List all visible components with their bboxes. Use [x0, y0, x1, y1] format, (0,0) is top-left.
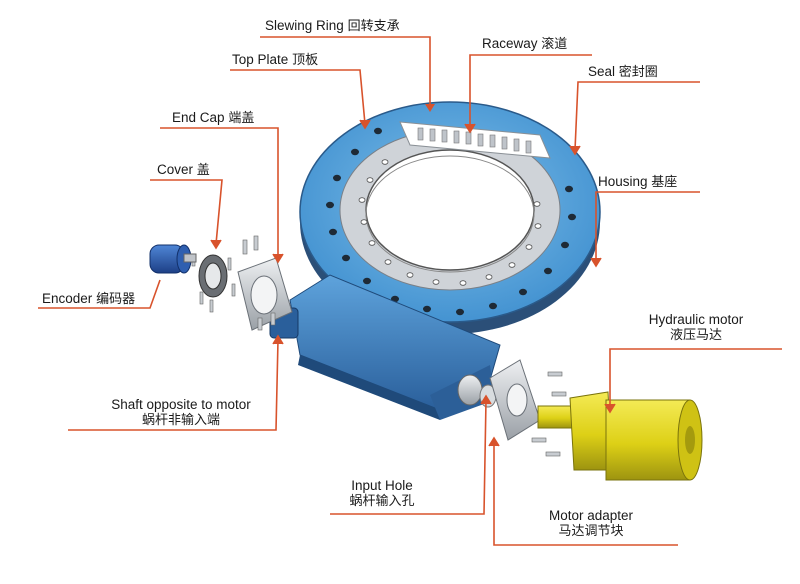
label-seal-zh: 密封圈: [618, 65, 658, 80]
label-end-cap-zh: 端盖: [228, 111, 255, 126]
label-cover-en: Cover: [157, 162, 194, 177]
label-end-cap: End Cap 端盖: [172, 110, 254, 127]
leader-hydraulic-motor: [609, 348, 782, 408]
label-encoder-en: Encoder: [42, 291, 93, 306]
encoder: [149, 244, 197, 274]
label-raceway-zh: 滚道: [541, 37, 568, 52]
leader-raceway: [469, 54, 592, 128]
label-top-plate: Top Plate 顶板: [232, 52, 318, 69]
label-hydraulic-motor-zh: 液压马达: [669, 328, 722, 343]
label-encoder: Encoder 编码器: [42, 291, 135, 308]
leader-motor-adapter: [493, 442, 678, 546]
leader-slewing-ring: [260, 36, 431, 108]
leader-cover: [150, 179, 223, 245]
label-shaft-opposite-en: Shaft opposite to motor: [111, 397, 251, 412]
label-seal-en: Seal: [588, 64, 616, 79]
label-shaft-opposite: Shaft opposite to motor 蜗杆非输入端: [88, 397, 274, 429]
leader-end-cap: [160, 127, 279, 258]
slewing-ring: [299, 101, 601, 334]
label-motor-adapter-en: Motor adapter: [548, 508, 634, 523]
label-housing-en: Housing: [598, 174, 648, 189]
hydraulic-motor: [537, 391, 703, 481]
label-input-hole: Input Hole 蜗杆输入孔: [332, 478, 432, 510]
label-seal: Seal 密封圈: [588, 64, 658, 81]
leader-input-hole: [330, 399, 487, 515]
label-cover-zh: 盖: [196, 163, 210, 178]
leader-seal: [574, 81, 700, 151]
label-raceway-en: Raceway: [482, 36, 538, 51]
label-housing: Housing 基座: [598, 174, 677, 191]
label-motor-adapter: Motor adapter 马达调节块: [532, 508, 650, 540]
end-cap: [237, 235, 293, 331]
label-hydraulic-motor: Hydraulic motor 液压马达: [636, 312, 756, 344]
label-shaft-opposite-zh: 蜗杆非输入端: [141, 413, 220, 428]
label-encoder-zh: 编码器: [96, 292, 136, 307]
label-top-plate-en: Top Plate: [232, 52, 289, 67]
label-housing-zh: 基座: [651, 175, 678, 190]
label-end-cap-en: End Cap: [172, 110, 225, 125]
label-top-plate-zh: 顶板: [292, 53, 319, 68]
housing: [269, 274, 501, 420]
label-slewing-ring: Slewing Ring 回转支承: [265, 18, 400, 35]
leader-shaft-opposite: [68, 339, 279, 431]
label-cover: Cover 盖: [157, 162, 210, 179]
label-slewing-ring-zh: 回转支承: [347, 19, 400, 34]
label-slewing-ring-en: Slewing Ring: [265, 18, 344, 33]
label-input-hole-zh: 蜗杆输入孔: [349, 494, 415, 509]
leader-housing: [595, 191, 700, 262]
cover: [191, 253, 236, 313]
label-motor-adapter-zh: 马达调节块: [558, 524, 624, 539]
leader-lines: [38, 36, 782, 546]
leader-top-plate: [230, 69, 366, 125]
label-raceway: Raceway 滚道: [482, 36, 567, 53]
leader-encoder: [38, 279, 161, 309]
label-input-hole-en: Input Hole: [351, 478, 413, 493]
label-hydraulic-motor-en: Hydraulic motor: [648, 312, 744, 327]
